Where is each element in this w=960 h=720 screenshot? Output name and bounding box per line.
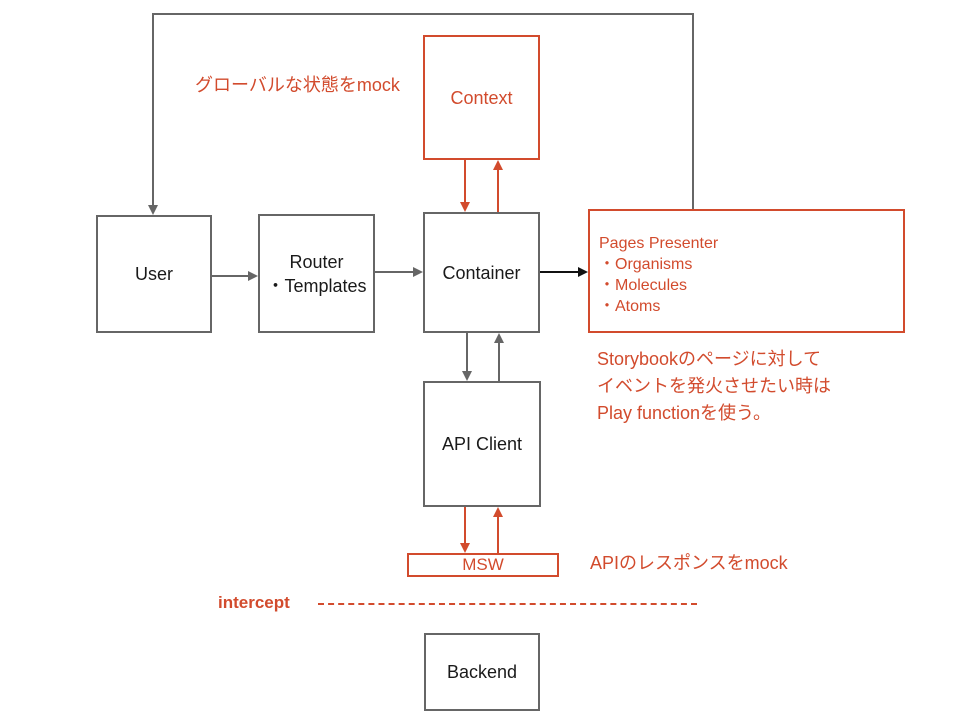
node-router-sub: ・Templates: [266, 275, 367, 296]
arrowhead-context-to-container: [460, 202, 470, 212]
intercept-dashed-line: [318, 603, 697, 605]
annotation-storybook-note-line1: Storybookのページに対して: [597, 349, 822, 369]
arrowhead-msw-to-api: [493, 507, 503, 517]
pages-presenter-title: Pages Presenter: [599, 235, 719, 252]
connector-user-router: [212, 275, 248, 277]
node-pages-presenter: Pages Presenter ・Organisms ・Molecules ・A…: [588, 209, 905, 333]
annotation-global-state-mock: グローバルな状態をmock: [195, 75, 400, 95]
node-msw-label: MSW: [462, 555, 504, 574]
node-api-client: API Client: [423, 381, 541, 507]
node-context: Context: [423, 35, 540, 160]
node-msw: MSW: [407, 553, 559, 577]
arrowhead-into-container: [413, 267, 423, 277]
annotation-api-response-mock: APIのレスポンスをmock: [590, 553, 788, 573]
node-backend-label: Backend: [446, 662, 518, 682]
pages-presenter-item-organisms: ・Organisms: [599, 256, 693, 273]
connector-router-container: [375, 271, 413, 273]
connector-feedback-top: [152, 13, 694, 15]
connector-msw-up-api: [497, 517, 499, 553]
arrowhead-into-pages: [578, 267, 588, 277]
arrowhead-into-msw: [460, 543, 470, 553]
connector-container-up-context: [497, 170, 499, 212]
annotation-storybook-note-line3: Play functionを使う。: [597, 403, 771, 423]
connector-api-up-container: [498, 343, 500, 381]
arrowhead-container-to-context: [493, 160, 503, 170]
arrowhead-api-to-container: [494, 333, 504, 343]
arrowhead-into-user: [148, 205, 158, 215]
node-router-title: Router: [289, 251, 344, 272]
pages-presenter-item-atoms: ・Atoms: [599, 298, 661, 315]
connector-container-down-api: [466, 333, 468, 371]
node-backend: Backend: [424, 633, 540, 711]
connector-container-pages: [540, 271, 578, 273]
node-user-label: User: [134, 264, 173, 284]
arrowhead-into-api-client: [462, 371, 472, 381]
pages-presenter-item-molecules: ・Molecules: [599, 277, 688, 294]
connector-context-down: [464, 160, 466, 202]
annotation-storybook-note: Storybookのページに対して イベントを発火させたい時は Play fun…: [597, 346, 831, 427]
node-router-label: Router ・Templates: [266, 250, 366, 298]
node-context-label: Context: [450, 87, 513, 108]
node-router: Router ・Templates: [258, 214, 375, 333]
connector-feedback-left: [152, 13, 154, 205]
connector-feedback-right: [692, 13, 694, 210]
node-api-client-label: API Client: [441, 434, 523, 454]
node-container-label: Container: [442, 262, 521, 283]
annotation-storybook-note-line2: イベントを発火させたい時は: [597, 376, 831, 396]
node-container: Container: [423, 212, 540, 333]
arrowhead-into-router: [248, 271, 258, 281]
annotation-intercept-label: intercept: [218, 593, 290, 612]
connector-api-down-msw: [464, 507, 466, 543]
node-user: User: [96, 215, 212, 333]
